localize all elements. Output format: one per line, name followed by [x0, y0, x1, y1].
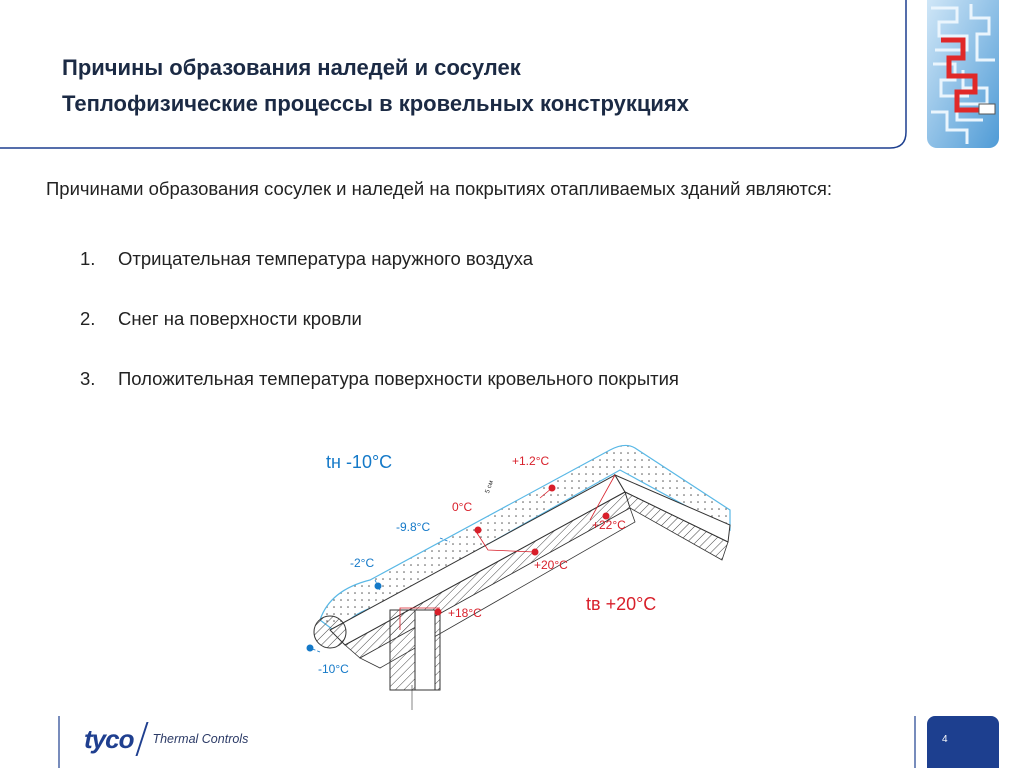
list-text: Положительная температура поверхности кр… [118, 368, 679, 389]
intro-text: Причинами образования сосулек и наледей … [46, 178, 832, 199]
outside-temp-label: tн -10°C [326, 452, 393, 472]
page-number-box [927, 716, 999, 768]
temp-label-p1: +1.2°C [512, 454, 550, 468]
maze-image [927, 0, 999, 148]
roof-drawing [306, 444, 731, 710]
brand-name: Thermal Controls [152, 732, 249, 746]
roof-diagram: tн -10°C tв +20°C +1.2°C 0°C -9.8°C -2°C… [290, 430, 750, 710]
temp-label-p7: +20°C [534, 558, 568, 572]
list-number: 3. [80, 368, 96, 389]
list-number: 1. [80, 248, 96, 269]
temp-label-p8: +18°C [448, 606, 482, 620]
temp-label-p3: -9.8°C [396, 520, 431, 534]
list-item: 3. Положительная температура поверхности … [80, 368, 679, 428]
list-text: Отрицательная температура наружного возд… [118, 248, 534, 269]
temp-label-p6: +22°C [592, 518, 626, 532]
list-text: Снег на поверхности кровли [118, 308, 362, 329]
causes-list: 1. Отрицательная температура наружного во… [80, 248, 679, 428]
temp-label-p5: -10°C [318, 662, 349, 676]
list-number: 2. [80, 308, 96, 329]
logo-wordmark: tyco [84, 723, 134, 754]
logo-slash [135, 722, 149, 756]
title-line-1: Причины образования наледей и сосулек [62, 55, 521, 80]
tyco-logo: tyco Thermal Controls [84, 722, 248, 756]
title-line-2: Теплофизические процессы в кровельных ко… [62, 91, 689, 116]
footer-divider-right [914, 716, 916, 768]
page-number: 4 [942, 734, 948, 745]
page-title: Причины образования наледей и сосулек Те… [62, 50, 902, 122]
temp-label-p4: -2°C [350, 556, 375, 570]
footer-divider-left [58, 716, 60, 768]
temp-label-p2: 0°C [452, 500, 473, 514]
list-item: 1. Отрицательная температура наружного во… [80, 248, 679, 308]
inside-temp-label: tв +20°C [586, 594, 657, 614]
header-frame [0, 0, 907, 149]
list-item: 2. Снег на поверхности кровли [80, 308, 679, 368]
